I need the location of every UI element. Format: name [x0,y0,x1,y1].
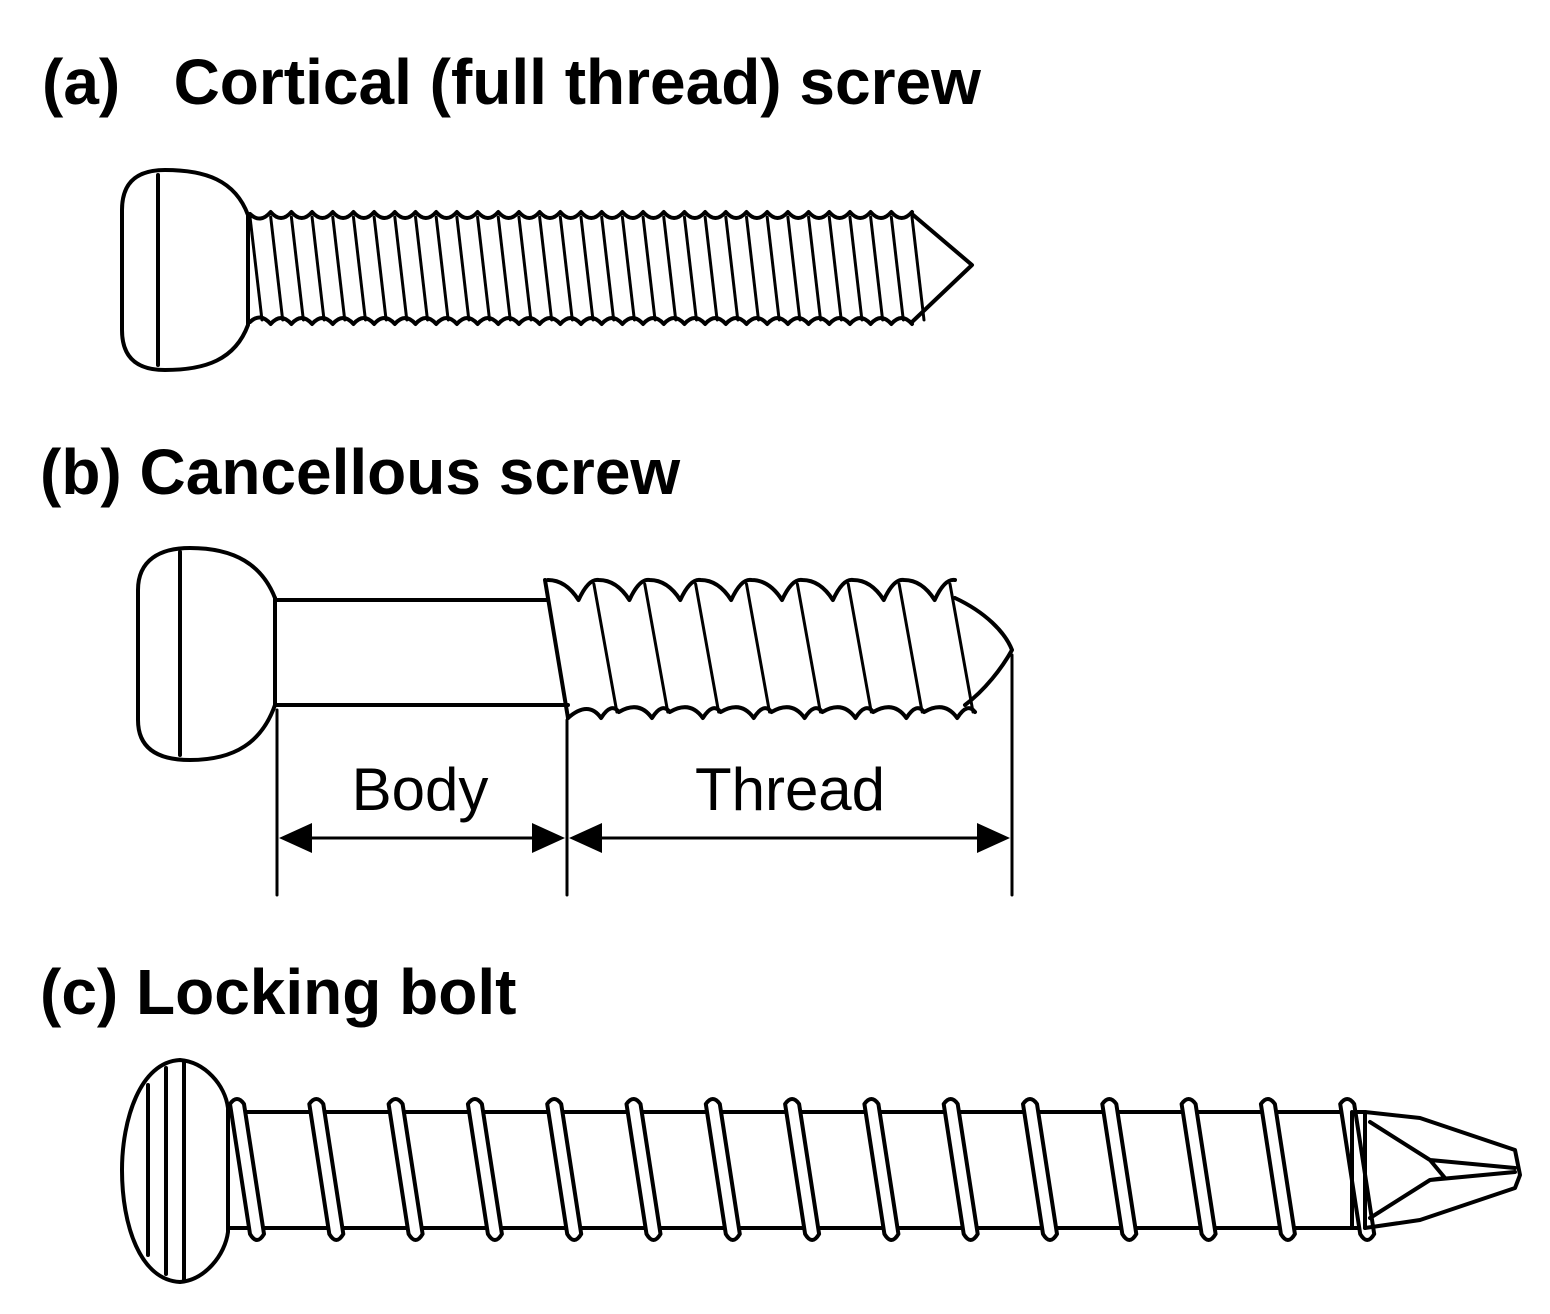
thread-arrow-right-head [977,823,1010,853]
bolt-thread-coil [862,1097,901,1242]
bolt-thread-coil [1258,1097,1297,1242]
cortical-thread-line [310,215,326,322]
bolt-thread-coil [1021,1097,1059,1242]
locking-bolt-head [120,1058,230,1284]
cortical-thread-line [269,215,285,322]
cortical-thread-line [538,215,554,322]
cortical-thread-line [434,215,450,322]
cortical-thread-line [765,215,781,322]
cortical-thread-line [807,215,823,322]
cancellous-screw-thread-crest-top [546,577,957,602]
cancellous-thread-line [795,582,822,714]
caption-cancellous-screw: (b) Cancellous screw [40,436,681,508]
cortical-thread-line [331,215,347,322]
locking-bolt [120,1058,1522,1284]
cortical-thread-line [848,215,864,322]
cancellous-screw-thread-crest-bottom [566,705,977,720]
dimension-lines [275,653,1014,897]
cancellous-screw-thread-lines [592,582,975,714]
cortical-screw [120,168,974,372]
cortical-screw-thread-crest-top [248,210,914,221]
caption-locking-bolt: (c) Locking bolt [40,956,517,1028]
cortical-thread-line [827,215,843,322]
cortical-thread-line [393,215,409,322]
cortical-thread-line [248,215,264,322]
cancellous-screw-tip [953,596,1014,707]
bolt-thread-coil [783,1097,822,1242]
cortical-thread-line [372,215,388,322]
cortical-thread-line [724,215,740,322]
cancellous-thread-line [592,582,619,714]
cancellous-thread-line [897,582,924,714]
bolt-thread-coil [465,1097,504,1242]
cortical-screw-head [120,168,250,372]
cortical-thread-line [414,215,429,322]
locking-bolt-thread-coils [228,1097,1377,1242]
thread-arrow-left-head [569,823,602,853]
cortical-thread-line [517,215,533,322]
cortical-thread-line [641,215,657,322]
cortical-thread-line [869,215,885,322]
cortical-thread-line [351,215,367,322]
arrowheads [279,823,1010,853]
bolt-thread-coil [545,1097,584,1242]
cortical-thread-line [496,215,512,322]
cancellous-thread-line [694,582,721,714]
caption-cortical-screw: (a) Cortical (full thread) screw [42,46,981,118]
cortical-thread-line [476,215,492,322]
cancellous-screw: Body Thread [136,546,1014,897]
cancellous-thread-line [846,582,873,714]
bolt-thread-coil [941,1097,980,1242]
cancellous-screw-head [136,546,277,762]
cortical-screw-thread-crest-bottom [248,315,914,326]
locking-bolt-tip-facet [1368,1120,1517,1220]
bolt-thread-coil [307,1097,346,1242]
bolt-thread-coil [1179,1097,1218,1242]
cortical-thread-line [558,215,574,322]
cortical-screw-tip [910,212,974,324]
cortical-thread-line [600,215,616,322]
cortical-thread-line [786,215,802,322]
thread-label: Thread [695,756,885,823]
bolt-thread-coil [1100,1097,1139,1242]
cortical-thread-line [289,215,305,322]
cortical-thread-line [910,215,926,322]
cortical-thread-line [703,215,719,322]
bolt-thread-coil [386,1097,425,1242]
locking-bolt-tip [1363,1110,1522,1230]
body-label: Body [352,756,489,823]
bolt-thread-coil [228,1097,266,1242]
bolt-thread-coil [703,1097,742,1242]
cancellous-thread-line [745,582,771,714]
cortical-thread-line [620,215,636,322]
cortical-thread-line [889,215,905,322]
cortical-thread-line [579,215,595,322]
cancellous-screw-thread-start [543,578,570,720]
cancellous-thread-line [948,582,975,714]
body-arrow-right-head [532,823,565,853]
cortical-thread-line [682,215,698,322]
body-arrow-left-head [279,823,312,853]
cortical-thread-line [662,215,678,322]
bolt-thread-coil [624,1097,663,1242]
cortical-thread-line [455,215,471,322]
cortical-thread-line [745,215,760,322]
cancellous-thread-line [643,582,670,714]
cortical-screw-thread-lines [248,215,926,322]
